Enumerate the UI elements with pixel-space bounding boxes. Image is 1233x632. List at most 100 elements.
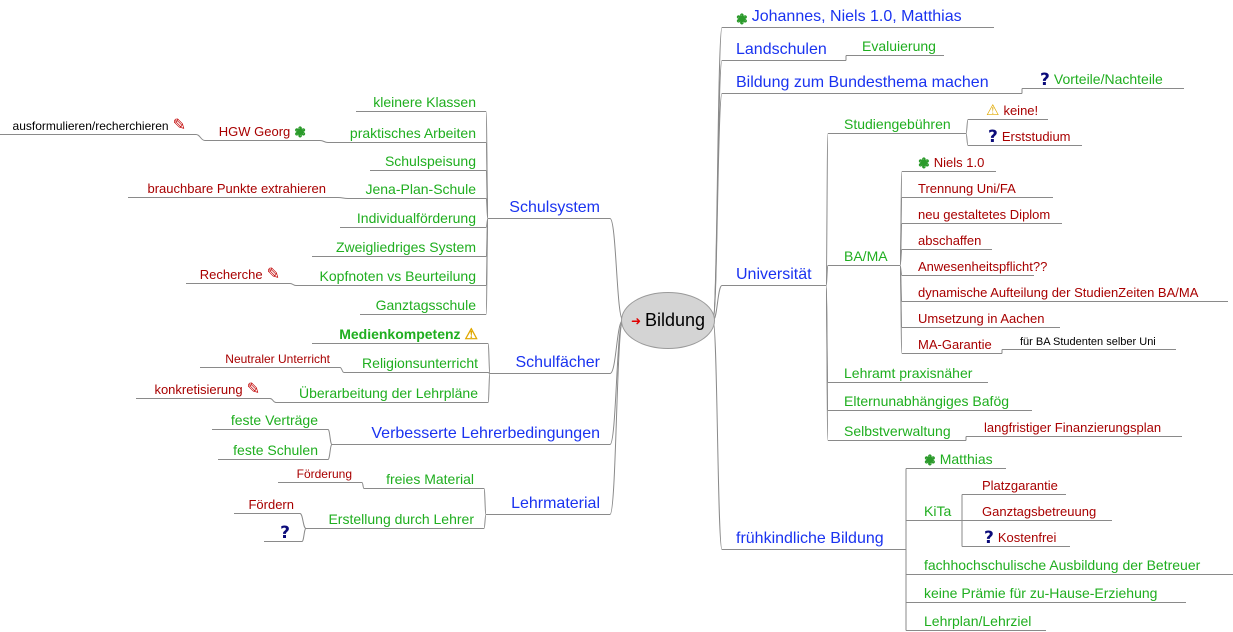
node-konkretisierung[interactable]: konkretisierung✎ [136, 377, 270, 399]
node-kostenfrei[interactable]: ?Kostenfrei [962, 525, 1070, 547]
node-zweigliedriges-system[interactable]: Zweigliedriges System [312, 235, 486, 257]
node-selbstverwaltung[interactable]: Selbstverwaltung [828, 419, 966, 441]
node-label: keine Prämie für zu-Hause-Erziehung [924, 585, 1158, 601]
node-neutraler-unterricht[interactable]: Neutraler Unterricht [200, 346, 340, 368]
node-medienkompetenz[interactable]: Medienkompetenz⚠ [312, 322, 488, 344]
node-label: KiTa [924, 503, 952, 519]
node-schulfaecher[interactable]: Schulfächer [490, 352, 610, 374]
edge-bama [825, 265, 829, 286]
node-ueberarbeitung-lehrplaene[interactable]: Überarbeitung der Lehrpläne [276, 381, 488, 403]
node-label: neu gestaltetes Diplom [918, 207, 1051, 222]
node-label: Medienkompetenz [339, 326, 461, 342]
node-bundesthema[interactable]: Bildung zum Bundesthema machen [722, 72, 1022, 94]
node-umsetzung-aachen[interactable]: Umsetzung in Aachen [902, 306, 1060, 328]
node-dynamische-aufteilung[interactable]: dynamische Aufteilung der StudienZeiten … [902, 280, 1228, 302]
node-lehrplan[interactable]: Lehrplan/Lehrziel [906, 609, 1046, 631]
node-anwesenheitspflicht[interactable]: Anwesenheitspflicht?? [902, 254, 1047, 276]
question-icon: ? [1040, 70, 1050, 90]
node-label: BA/MA [844, 248, 888, 264]
node-johannes[interactable]: ❃Johannes, Niels 1.0, Matthias [722, 6, 994, 28]
node-label: Johannes, Niels 1.0, Matthias [751, 8, 962, 25]
node-label: Fördern [248, 497, 294, 512]
node-label: Lehrmaterial [511, 495, 600, 512]
node-label: Ganztagsschule [375, 297, 476, 313]
node-lehrerbedingungen[interactable]: Verbesserte Lehrerbedingungen [332, 423, 610, 445]
node-trennung[interactable]: Trennung Uni/FA [902, 176, 1053, 198]
node-kita[interactable]: KiTa [906, 499, 962, 521]
node-brauchbare-punkte[interactable]: brauchbare Punkte extrahieren [128, 176, 338, 198]
node-finanzierungsplan[interactable]: langfristiger Finanzierungsplan [966, 415, 1182, 437]
node-studiengebuehren[interactable]: Studiengebühren [828, 112, 966, 134]
node-label: HGW Georg [218, 124, 291, 139]
edge-j [712, 27, 723, 321]
node-vorteile-nachteile[interactable]: ?Vorteile/Nachteile [1022, 67, 1184, 89]
edge-qn [301, 528, 307, 542]
edge-lm [609, 319, 624, 515]
edge-fk [712, 319, 723, 550]
node-foerdern[interactable]: Fördern [234, 492, 300, 514]
node-label: Verbesserte Lehrerbedingungen [371, 425, 600, 442]
node-label: Universität [736, 266, 812, 283]
node-freies-material[interactable]: freies Material [364, 467, 484, 489]
node-keine-praemie[interactable]: keine Prämie für zu-Hause-Erziehung [906, 581, 1186, 603]
node-fachhochschulische-ausbildung[interactable]: fachhochschulische Ausbildung der Betreu… [906, 553, 1233, 575]
node-religionsunterricht[interactable]: Religionsunterricht [344, 351, 488, 373]
node-ma-garantie[interactable]: MA-Garantie [902, 332, 1002, 354]
node-label: Religionsunterricht [362, 355, 478, 371]
node-label: Neutraler Unterricht [225, 352, 330, 366]
node-feste-schulen[interactable]: feste Schulen [218, 438, 328, 460]
edge-s4 [485, 218, 489, 228]
node-label: Studiengebühren [844, 116, 951, 132]
node-keine[interactable]: ⚠keine! [968, 98, 1048, 120]
node-kleinere-klassen[interactable]: kleinere Klassen [356, 90, 486, 112]
node-erstellung-durch-lehrer[interactable]: Erstellung durch Lehrer [306, 507, 484, 529]
node-individualfoerderung[interactable]: Individualförderung [340, 206, 486, 228]
node-ausformulieren[interactable]: ausformulieren/recherchieren✎ [0, 113, 196, 135]
edge-hgw [319, 140, 329, 143]
node-lehramt[interactable]: Lehramt praxisnäher [828, 361, 988, 383]
node-lehrmaterial[interactable]: Lehrmaterial [486, 493, 610, 515]
edge-vl [609, 319, 624, 445]
node-platzgarantie[interactable]: Platzgarantie [962, 473, 1066, 495]
node-schulsystem[interactable]: Schulsystem [488, 197, 610, 219]
node-label: freies Material [386, 471, 474, 487]
node-erststudium[interactable]: ?Erststudium [968, 124, 1082, 146]
node-hgw-georg[interactable]: HGW Georg❃ [205, 119, 320, 141]
node-abschaffen[interactable]: abschaffen [902, 228, 992, 250]
node-universitaet[interactable]: Universität [722, 264, 826, 286]
node-label: Bildung zum Bundesthema machen [736, 74, 989, 91]
node-bama[interactable]: BA/MA [828, 244, 900, 266]
edge-ed [483, 514, 487, 529]
node-label: Landschulen [736, 41, 827, 58]
node-label: Selbstverwaltung [844, 423, 951, 439]
node-label: Jena-Plan-Schule [365, 181, 476, 197]
node-label: langfristiger Finanzierungsplan [984, 420, 1162, 435]
node-fruehkindliche-bildung[interactable]: frühkindliche Bildung [722, 528, 906, 550]
node-diplom[interactable]: neu gestaltetes Diplom [902, 202, 1062, 224]
root-node[interactable]: ➜Bildung [621, 292, 715, 349]
node-label: Lehramt praxisnäher [844, 365, 973, 381]
node-landschulen[interactable]: Landschulen [722, 39, 846, 61]
node-ba-studenten[interactable]: für BA Studenten selber Uni [1002, 328, 1176, 350]
node-matthias[interactable]: ❃Matthias [906, 447, 1006, 469]
pencil-icon: ✎ [246, 381, 260, 398]
node-ganztagsschule[interactable]: Ganztagsschule [360, 293, 486, 315]
edge-af [195, 134, 206, 141]
node-label: Schulsystem [509, 199, 600, 216]
node-ganztagsbetreuung[interactable]: Ganztagsbetreuung [962, 499, 1112, 521]
node-feste-vertraege[interactable]: feste Verträge [212, 408, 328, 430]
node-label: fachhochschulische Ausbildung der Betreu… [924, 557, 1201, 573]
node-schulspeisung[interactable]: Schulspeisung [370, 149, 486, 171]
node-label: Platzgarantie [982, 478, 1058, 493]
node-kopfnoten[interactable]: Kopfnoten vs Beurteilung [296, 264, 486, 286]
node-question[interactable]: ? [264, 520, 302, 542]
node-recherche[interactable]: Recherche✎ [186, 262, 290, 284]
node-jena-plan-schule[interactable]: Jena-Plan-Schule [348, 177, 486, 199]
node-bafoeg[interactable]: Elternunabhängiges Bafög [828, 389, 1032, 411]
node-niels[interactable]: ❃Niels 1.0 [902, 150, 996, 172]
node-praktisches-arbeiten[interactable]: praktisches Arbeiten [328, 121, 486, 143]
node-label: kleinere Klassen [373, 94, 476, 110]
node-evaluierung[interactable]: Evaluierung [846, 34, 944, 56]
question-icon: ? [280, 523, 290, 543]
node-foerderung[interactable]: Förderung [278, 461, 362, 483]
